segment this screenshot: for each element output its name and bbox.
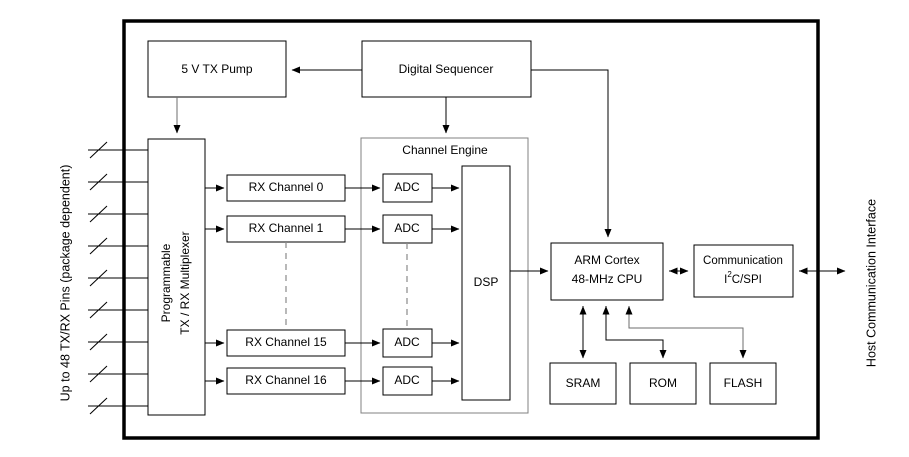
rx-channel-15-label: RX Channel 15 [245,335,327,349]
flash-block[interactable] [709,362,777,405]
dsp-label: DSP [474,275,499,289]
wire-cpu-to-flash [625,306,747,359]
host-communication-interface-label: Host Communication Interface [864,199,878,367]
communication-block[interactable] [693,244,794,298]
digital-sequencer-label: Digital Sequencer [399,62,494,76]
channel-engine-label: Channel Engine [402,143,488,157]
mux-label-line2: TX / RX Multiplexer [178,231,192,334]
adc-16-label: ADC [394,373,420,387]
rx-channel-0-block[interactable] [226,174,346,202]
adc-15-label: ADC [394,335,420,349]
adc-0-label: ADC [394,180,420,194]
channel-engine-block[interactable] [360,137,529,414]
tx-rx-pins-label: Up to 48 TX/RX Pins (package dependent) [58,165,72,402]
tx-pump-label: 5 V TX Pump [181,62,252,76]
wire-cpu-to-rom [602,306,667,359]
rx-channel-1-label: RX Channel 1 [249,221,324,235]
cpu-label-line1: ARM Cortex [574,253,639,267]
tx-rx-pin-bus [88,141,148,415]
sram-block[interactable] [549,362,617,405]
sram-label: SRAM [566,376,601,390]
adc-1-block[interactable] [382,214,433,244]
arm-cortex-cpu-block[interactable] [550,242,664,301]
adc-16-block[interactable] [382,366,433,396]
digital-sequencer-block[interactable] [361,40,532,98]
wire-sequencer-to-cpu [531,69,612,238]
adc-1-label: ADC [394,221,420,235]
i2c-superscript: 2 [727,270,732,279]
rom-label: ROM [649,376,677,390]
i2c-suffix: C/SPI [732,274,762,286]
communication-label-line1: Communication [703,255,783,267]
rx-channel-1-block[interactable] [226,215,346,243]
cpu-label-line2: 48-MHz CPU [572,272,643,286]
i2c-prefix: I [724,274,727,286]
rom-block[interactable] [629,362,697,405]
adc-15-block[interactable] [382,328,433,358]
flash-label: FLASH [724,376,763,390]
mux-label-line1: Programmable [159,243,173,322]
tx-pump-block[interactable] [147,40,287,98]
chip-boundary [122,19,820,440]
dsp-block[interactable] [461,165,511,401]
rx-channel-16-block[interactable] [226,367,346,395]
programmable-mux-block[interactable] [147,138,206,416]
communication-label-line2: I2C/SPI [724,270,762,286]
rx-channel-16-label: RX Channel 16 [245,373,327,387]
rx-channel-0-label: RX Channel 0 [249,180,324,194]
rx-channel-15-block[interactable] [226,329,346,357]
adc-0-block[interactable] [382,173,433,203]
